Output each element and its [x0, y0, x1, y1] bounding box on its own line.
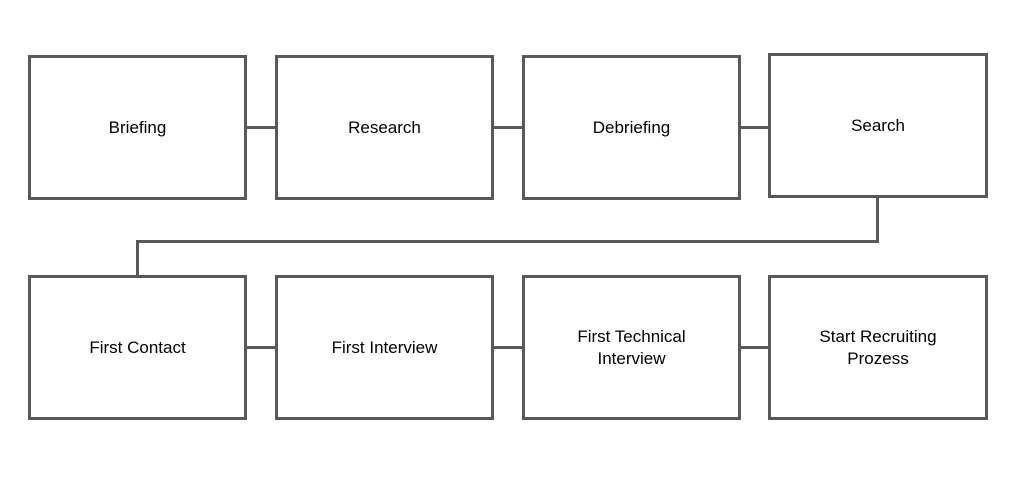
node-first-interview: First Interview [275, 275, 494, 420]
node-start-recruiting-prozess: Start Recruiting Prozess [768, 275, 988, 420]
node-search: Search [768, 53, 988, 198]
node-research: Research [275, 55, 494, 200]
connector-search-first-contact-segment-into [136, 240, 139, 275]
node-briefing: Briefing [28, 55, 247, 200]
connector-briefing-research [247, 126, 275, 129]
connector-first-contact-first-interview [247, 346, 275, 349]
connector-first-interview-first-technical-interview [494, 346, 522, 349]
connector-first-technical-interview-start-recruiting [741, 346, 769, 349]
node-debriefing: Debriefing [522, 55, 741, 200]
node-first-contact: First Contact [28, 275, 247, 420]
connector-debriefing-search [741, 126, 769, 129]
connector-search-first-contact-segment-across [136, 240, 879, 243]
node-first-technical-interview: First Technical Interview [522, 275, 741, 420]
connector-research-debriefing [494, 126, 522, 129]
connector-search-first-contact-segment-down [876, 195, 879, 243]
